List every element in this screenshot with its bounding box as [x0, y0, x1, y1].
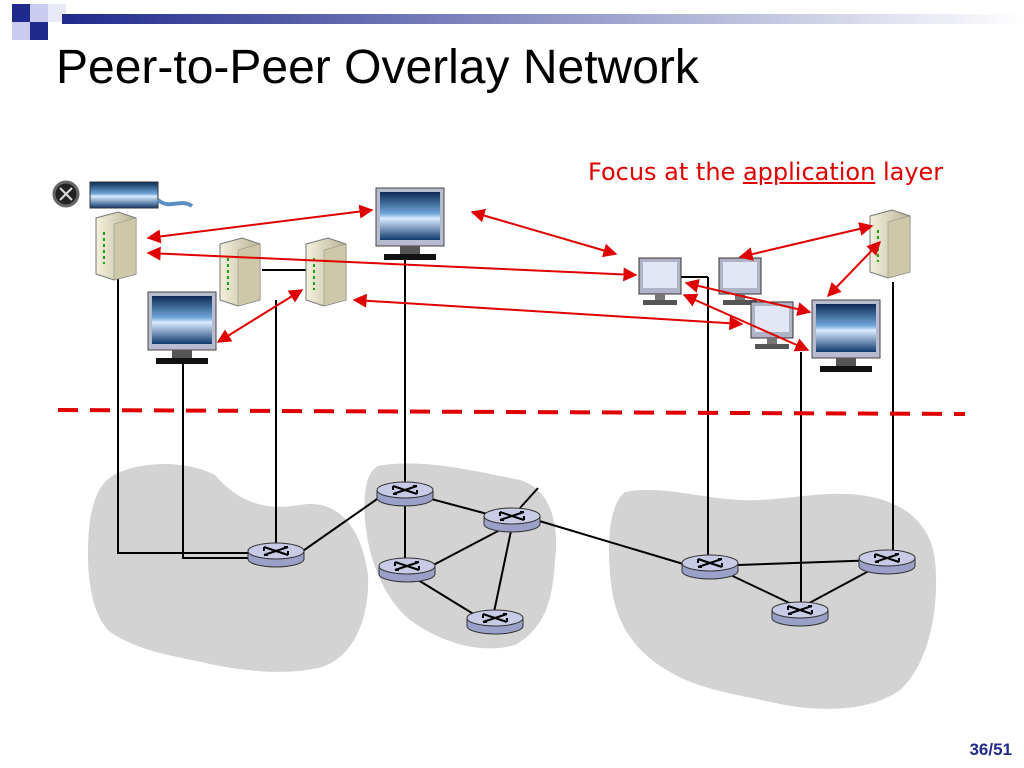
- router-icon[interactable]: [466, 609, 524, 635]
- title-bar: [62, 14, 1024, 24]
- overlay-boundary-line: [57, 408, 966, 416]
- title-decoration: [0, 0, 80, 60]
- tower-server-icon[interactable]: [869, 209, 911, 279]
- router-icon[interactable]: [858, 549, 916, 575]
- desktop-pc-icon[interactable]: [718, 257, 762, 306]
- monitor-icon[interactable]: [811, 299, 881, 373]
- page-number: 36/51: [969, 740, 1012, 759]
- focus-note: Focus at the application layer: [588, 158, 943, 186]
- router-icon[interactable]: [483, 507, 541, 533]
- router-icon[interactable]: [681, 554, 739, 580]
- monitor-icon[interactable]: [147, 291, 217, 365]
- desktop-pc-icon[interactable]: [638, 257, 682, 306]
- network-cloud-left: [87, 464, 369, 672]
- tower-server-icon[interactable]: [95, 211, 137, 281]
- focus-note-prefix: Focus at the: [588, 158, 743, 186]
- router-icon[interactable]: [378, 557, 436, 583]
- slide-title: Peer-to-Peer Overlay Network: [56, 41, 699, 94]
- overlay-links: [146, 204, 881, 352]
- router-icon[interactable]: [247, 542, 305, 568]
- router-icon[interactable]: [376, 481, 434, 507]
- desktop-pc-icon[interactable]: [750, 301, 794, 350]
- focus-note-underlined: application: [742, 158, 876, 186]
- tower-server-icon[interactable]: [305, 237, 347, 307]
- speaker-icon: [52, 180, 80, 208]
- network-cloud-right: [608, 489, 937, 709]
- video-strip: [89, 181, 159, 209]
- router-icon[interactable]: [771, 601, 829, 627]
- tower-server-icon[interactable]: [219, 237, 261, 307]
- monitor-icon[interactable]: [375, 187, 445, 261]
- focus-note-suffix: layer: [875, 158, 944, 186]
